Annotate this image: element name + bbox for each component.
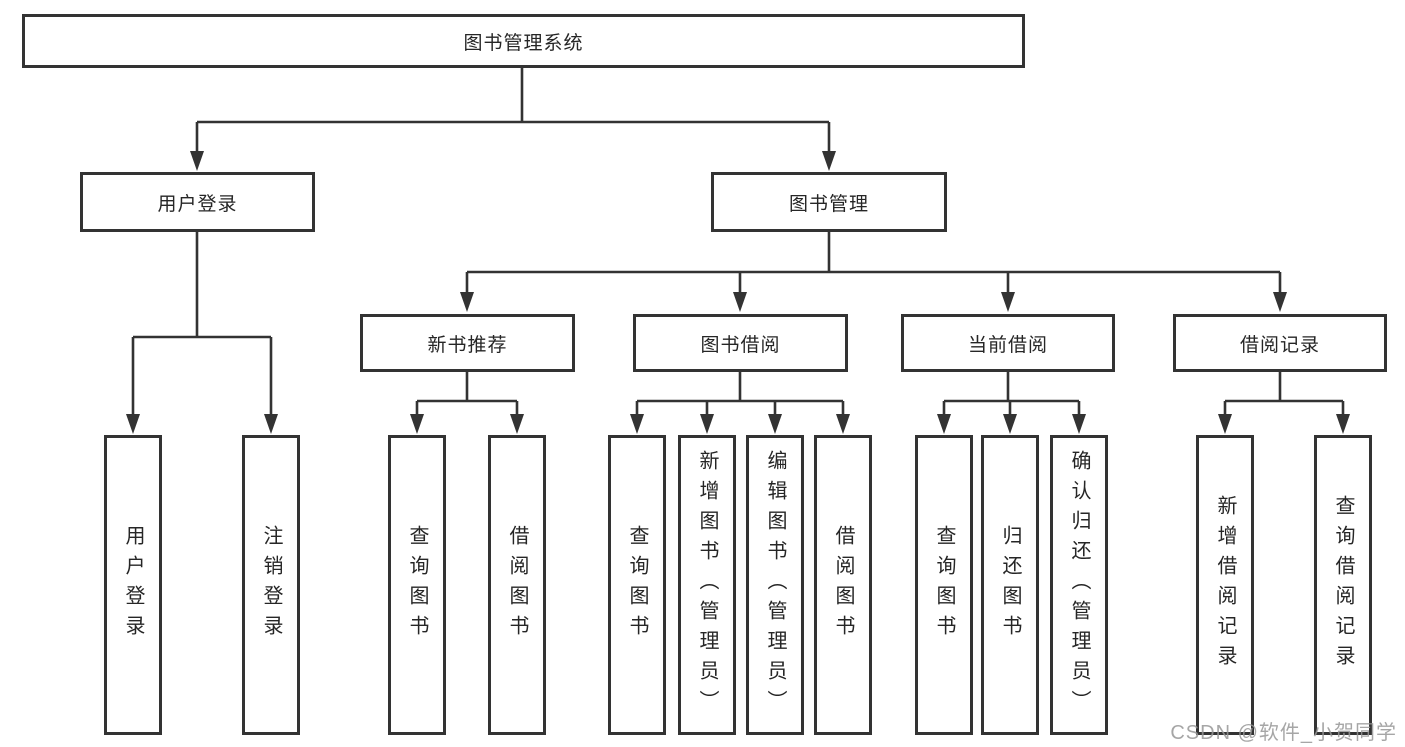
csdn-watermark: CSDN @软件_小贺同学	[1170, 722, 1397, 744]
node-new-book-recommend: 新书推荐	[360, 314, 575, 372]
node-current-borrow-label: 当前借阅	[967, 334, 1048, 356]
arrowhead-user-login-leaves	[126, 414, 278, 434]
leaf-current-confirm-return-admin-label: 确认归还（管理员）	[1068, 450, 1090, 720]
leaf-borrow-edit-books-admin-label: 编辑图书（管理员）	[764, 450, 786, 720]
arrowhead-current-borrow-leaves	[937, 414, 1086, 434]
node-borrow-record: 借阅记录	[1173, 314, 1387, 372]
leaf-borrow-borrow-books: 借阅图书	[814, 435, 872, 735]
leaf-newbook-query-books: 查询图书	[388, 435, 446, 735]
node-user-login-label: 用户登录	[157, 193, 238, 215]
leaf-borrow-borrow-books-label: 借阅图书	[832, 525, 854, 645]
leaf-logout-label: 注销登录	[260, 525, 282, 645]
arrowhead-borrow-record-leaves	[1218, 414, 1350, 434]
leaf-borrow-query-books: 查询图书	[608, 435, 666, 735]
leaf-current-confirm-return-admin: 确认归还（管理员）	[1050, 435, 1108, 735]
node-new-book-recommend-label: 新书推荐	[427, 334, 508, 356]
node-book-borrow-label: 图书借阅	[700, 334, 781, 356]
arrowhead-level3	[460, 292, 1287, 312]
leaf-record-query-borrow-record-label: 查询借阅记录	[1332, 495, 1354, 675]
node-user-login: 用户登录	[80, 172, 315, 232]
leaf-current-query-books: 查询图书	[915, 435, 973, 735]
arrowhead-book-borrow-leaves	[630, 414, 850, 434]
leaf-borrow-add-books-admin-label: 新增图书（管理员）	[696, 450, 718, 720]
leaf-newbook-borrow-books-label: 借阅图书	[506, 525, 528, 645]
leaf-borrow-add-books-admin: 新增图书（管理员）	[678, 435, 736, 735]
connector-user-login-to-leaves	[131, 232, 273, 417]
arrowhead-level2	[190, 151, 836, 171]
leaf-record-add-borrow-record-label: 新增借阅记录	[1214, 495, 1236, 675]
connector-current-borrow-to-leaves	[942, 372, 1081, 417]
leaf-record-query-borrow-record: 查询借阅记录	[1314, 435, 1372, 735]
connector-book-management-to-level3	[465, 232, 1282, 295]
connector-book-borrow-to-leaves	[635, 372, 845, 417]
node-book-management: 图书管理	[711, 172, 947, 232]
connector-new-book-to-leaves	[415, 372, 519, 417]
leaf-newbook-borrow-books: 借阅图书	[488, 435, 546, 735]
node-book-borrow: 图书借阅	[633, 314, 848, 372]
leaf-user-login: 用户登录	[104, 435, 162, 735]
connector-borrow-record-to-leaves	[1223, 372, 1345, 417]
leaf-current-return-books-label: 归还图书	[999, 525, 1021, 645]
connector-root-to-level2	[195, 67, 831, 153]
leaf-borrow-query-books-label: 查询图书	[626, 525, 648, 645]
leaf-record-add-borrow-record: 新增借阅记录	[1196, 435, 1254, 735]
leaf-newbook-query-books-label: 查询图书	[406, 525, 428, 645]
node-current-borrow: 当前借阅	[901, 314, 1115, 372]
leaf-logout: 注销登录	[242, 435, 300, 735]
node-root-label: 图书管理系统	[463, 32, 584, 54]
node-root: 图书管理系统	[22, 14, 1025, 68]
leaf-user-login-label: 用户登录	[122, 525, 144, 645]
node-book-management-label: 图书管理	[788, 193, 869, 215]
arrowhead-new-book-leaves	[410, 414, 524, 434]
leaf-current-query-books-label: 查询图书	[933, 525, 955, 645]
leaf-current-return-books: 归还图书	[981, 435, 1039, 735]
node-borrow-record-label: 借阅记录	[1239, 334, 1320, 356]
leaf-borrow-edit-books-admin: 编辑图书（管理员）	[746, 435, 804, 735]
